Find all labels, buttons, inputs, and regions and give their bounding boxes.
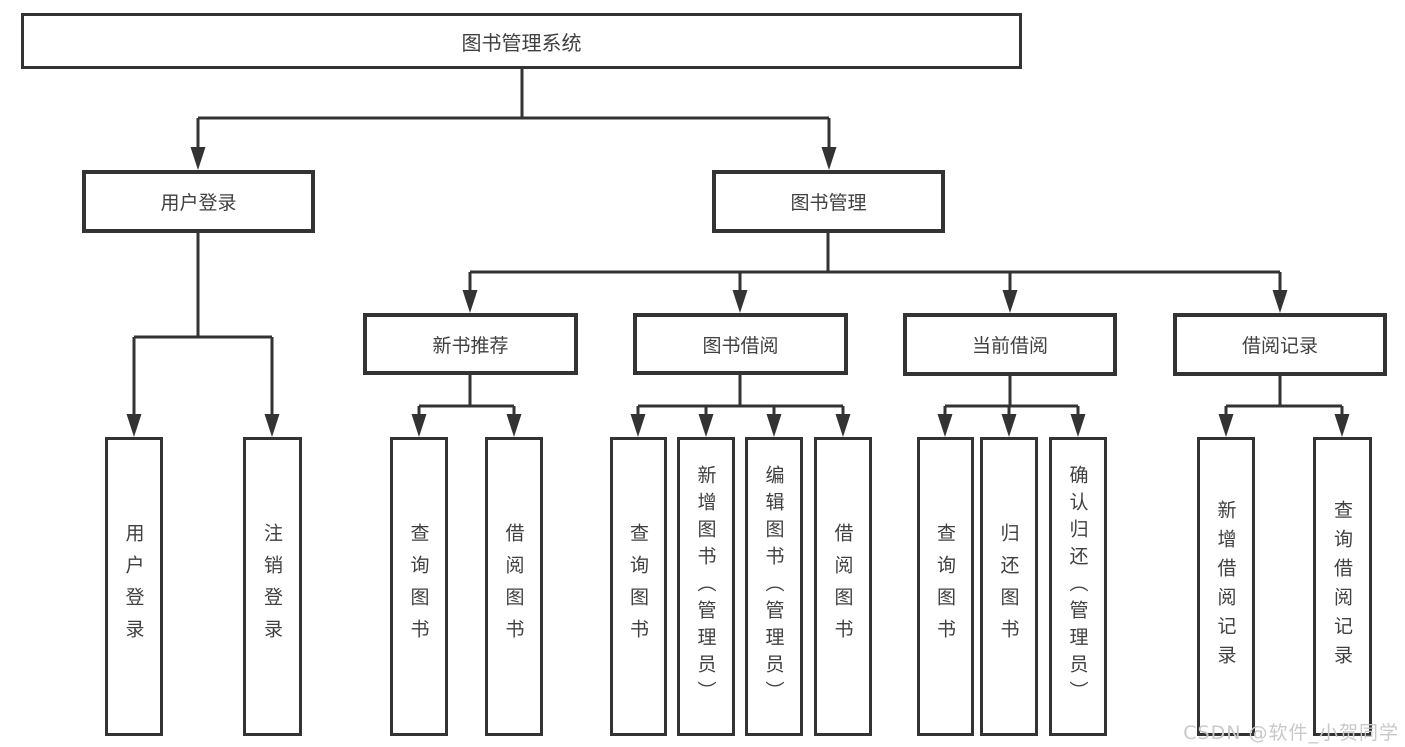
leaf-nb-borrow-books: 借阅图书: [485, 437, 543, 736]
leaf-br-add-record-label: 新增借阅记录: [1214, 499, 1237, 674]
arrow-down-icon: [1218, 414, 1234, 437]
leaf-cb-return-books: 归还图书: [980, 437, 1038, 736]
node-root: 图书管理系统: [21, 13, 1022, 69]
leaf-logout-label: 注销登录: [261, 522, 283, 651]
node-root-label: 图书管理系统: [461, 30, 582, 55]
leaf-bb-add-books-admin-label: 新增图书（管理员）: [694, 465, 717, 708]
leaf-bb-add-books-admin: 新增图书（管理员）: [677, 437, 735, 736]
leaf-cb-query-books: 查询图书: [917, 437, 974, 736]
leaf-bb-query-books-label: 查询图书: [627, 522, 649, 651]
node-book-borrow: 图书借阅: [633, 313, 848, 375]
arrow-down-icon: [126, 414, 142, 437]
arrow-down-icon: [190, 147, 206, 170]
node-book-management-label: 图书管理: [790, 192, 867, 214]
leaf-bb-borrow-books-label: 借阅图书: [831, 522, 854, 651]
arrow-down-icon: [1002, 290, 1018, 313]
arrow-down-icon: [698, 414, 714, 437]
arrow-down-icon: [1070, 414, 1086, 437]
node-new-book-recommend: 新书推荐: [363, 313, 578, 375]
arrow-down-icon: [1001, 414, 1017, 437]
leaf-user-login: 用户登录: [105, 437, 163, 736]
leaf-cb-return-books-label: 归还图书: [997, 522, 1020, 651]
node-user-login-label: 用户登录: [160, 192, 237, 214]
leaf-cb-query-books-label: 查询图书: [934, 522, 956, 651]
leaf-bb-edit-books-admin: 编辑图书（管理员）: [745, 437, 803, 736]
arrow-down-icon: [462, 290, 478, 313]
leaf-nb-query-books: 查询图书: [390, 437, 448, 736]
leaf-bb-query-books: 查询图书: [610, 437, 667, 736]
leaf-cb-confirm-return-admin-label: 确认归还（管理员）: [1066, 465, 1089, 708]
arrow-down-icon: [506, 414, 522, 437]
leaf-cb-confirm-return-admin: 确认归还（管理员）: [1049, 437, 1107, 736]
node-book-borrow-label: 图书借阅: [702, 334, 779, 357]
arrow-down-icon: [821, 147, 837, 170]
node-current-borrow: 当前借阅: [903, 313, 1117, 376]
arrow-down-icon: [1334, 414, 1350, 437]
arrow-down-icon: [937, 414, 953, 437]
node-new-book-recommend-label: 新书推荐: [432, 334, 509, 357]
arrow-down-icon: [411, 414, 427, 437]
arrowheads: [126, 147, 1350, 437]
node-borrow-records: 借阅记录: [1173, 313, 1387, 376]
leaf-br-query-record: 查询借阅记录: [1313, 437, 1372, 736]
leaf-user-login-label: 用户登录: [122, 522, 145, 651]
leaf-nb-borrow-books-label: 借阅图书: [502, 522, 525, 651]
node-user-login: 用户登录: [82, 170, 315, 233]
node-book-management: 图书管理: [712, 170, 945, 233]
arrow-down-icon: [1272, 290, 1288, 313]
leaf-bb-edit-books-admin-label: 编辑图书（管理员）: [762, 465, 785, 708]
leaf-bb-borrow-books: 借阅图书: [814, 437, 872, 736]
leaf-br-query-record-label: 查询借阅记录: [1331, 499, 1353, 674]
node-current-borrow-label: 当前借阅: [971, 335, 1048, 357]
arrow-down-icon: [766, 414, 782, 437]
arrow-down-icon: [264, 414, 280, 437]
node-borrow-records-label: 借阅记录: [1241, 335, 1318, 357]
arrow-down-icon: [732, 290, 748, 313]
arrow-down-icon: [835, 414, 851, 437]
leaf-br-add-record: 新增借阅记录: [1197, 437, 1255, 736]
leaf-logout: 注销登录: [243, 437, 302, 736]
csdn-watermark: CSDN @软件_小贺同学: [1183, 722, 1399, 744]
tree-edges: [132, 69, 1344, 429]
leaf-nb-query-books-label: 查询图书: [407, 522, 430, 651]
arrow-down-icon: [630, 414, 646, 437]
